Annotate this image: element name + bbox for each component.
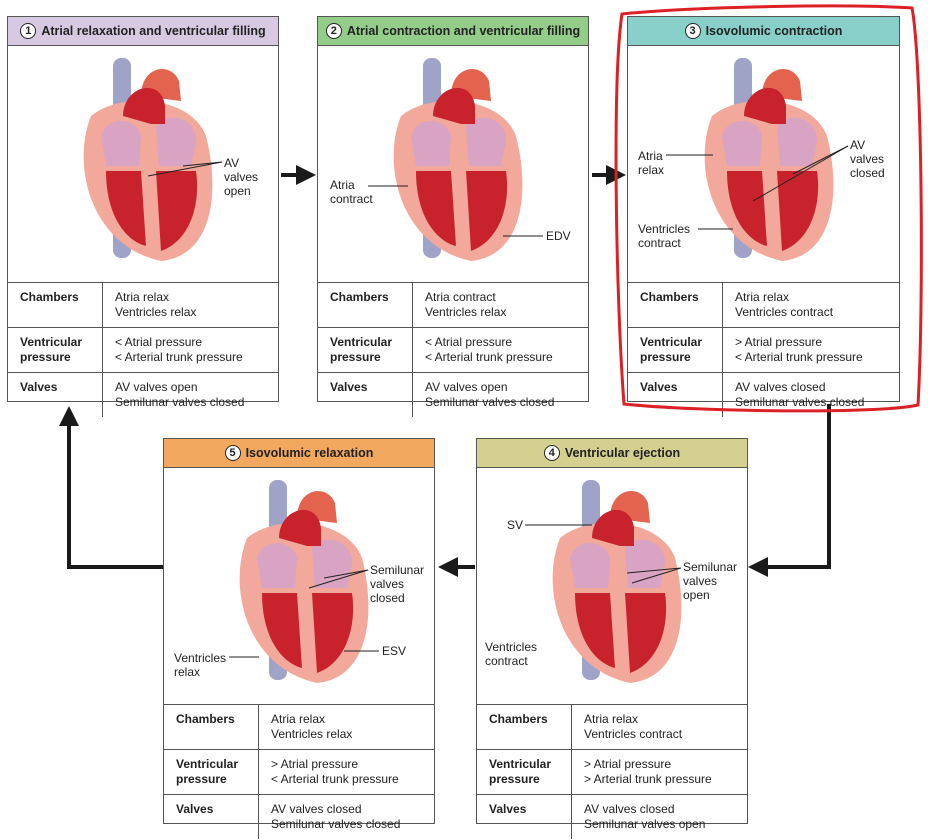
row-key: Ventricular pressure (628, 327, 723, 373)
row-value: Atria relax Ventricles contract (571, 704, 747, 750)
phase-2-header: 2 Atrial contraction and ventricular fil… (318, 17, 588, 46)
phase-3-label-ventricles: Ventricles contract (638, 222, 691, 250)
phase-3-label-av-valves: AV valves closed (850, 138, 885, 180)
row-key: Valves (8, 372, 103, 417)
row-value: < Atrial pressure < Arterial trunk press… (412, 327, 588, 373)
table-row: Ventricular pressure< Atrial pressure < … (318, 327, 588, 373)
row-key: Chambers (628, 282, 723, 328)
heart-illustration (704, 58, 833, 261)
row-key: Ventricular pressure (318, 327, 413, 373)
phase-2-illustration: Atria contract EDV (318, 46, 588, 282)
row-value: AV valves open Semilunar valves closed (412, 372, 588, 417)
row-key: Ventricular pressure (164, 749, 259, 795)
row-key: Valves (318, 372, 413, 417)
phase-4-illustration: SV Semilunar valves open Ventricles cont… (477, 468, 747, 704)
phase-3-label-atria: Atria relax (638, 149, 665, 177)
phase-5-label-ventricles: Ventricles relax (174, 651, 227, 679)
phase-4-label-sv: SV (507, 518, 524, 532)
phase-4-label-semilunar: Semilunar valves open (683, 560, 738, 602)
phase-5-label-semilunar: Semilunar valves closed (370, 563, 425, 605)
phase-3-panel: 3 Isovolumic contraction Atria relax AV … (627, 16, 900, 417)
row-value: Atria relax Ventricles relax (258, 704, 434, 750)
heart-illustration (239, 480, 369, 683)
phase-5-label-esv: ESV (382, 644, 407, 658)
heart-illustration (552, 480, 682, 683)
phase-3-illustration: Atria relax AV valves closed Ventricles … (628, 46, 899, 282)
row-key: Valves (164, 794, 259, 839)
phase-4-number: 4 (543, 445, 560, 461)
phase-5-illustration: Semilunar valves closed Ventricles relax… (164, 468, 434, 704)
row-key: Chambers (318, 282, 413, 328)
phase-4-title: Ventricular ejection (564, 446, 681, 460)
table-row: Ventricular pressure> Atrial pressure < … (628, 327, 899, 373)
phase-5-panel: 5 Isovolumic relaxation Semilunar valves… (163, 438, 435, 839)
phase-1-header: 1 Atrial relaxation and ventricular fill… (8, 17, 278, 46)
row-value: > Atrial pressure < Arterial trunk press… (258, 749, 434, 795)
row-key: Valves (477, 794, 572, 839)
row-value: > Atrial pressure < Arterial trunk press… (722, 327, 899, 373)
phase-1-illustration: AV valves open (8, 46, 278, 282)
phase-2-title: Atrial contraction and ventricular filli… (346, 24, 581, 38)
row-value: AV valves closed Semilunar valves open (571, 794, 747, 839)
phase-4-label-ventricles: Ventricles contract (485, 640, 538, 668)
table-row: Ventricular pressure> Atrial pressure < … (164, 749, 434, 795)
row-key: Ventricular pressure (477, 749, 572, 795)
phase-3-title: Isovolumic contraction (705, 24, 843, 38)
phase-1-label-av-valves: AV valves open (224, 156, 259, 198)
row-value: Atria contract Ventricles relax (412, 282, 588, 328)
phase-5-number: 5 (224, 445, 241, 461)
phase-4-header: 4 Ventricular ejection (477, 439, 747, 468)
phase-2-number: 2 (325, 23, 342, 39)
phase-1-number: 1 (20, 23, 37, 39)
row-value: < Atrial pressure < Arterial trunk press… (102, 327, 278, 373)
row-value: Atria relax Ventricles contract (722, 282, 899, 328)
phase-1-panel: 1 Atrial relaxation and ventricular fill… (7, 16, 279, 417)
row-key: Chambers (164, 704, 259, 750)
row-value: AV valves open Semilunar valves closed (102, 372, 278, 417)
phase-3-number: 3 (684, 23, 701, 39)
row-key: Ventricular pressure (8, 327, 103, 373)
row-key: Valves (628, 372, 723, 417)
row-value: > Atrial pressure > Arterial trunk press… (571, 749, 747, 795)
row-value: AV valves closed Semilunar valves closed (722, 372, 899, 417)
phase-2-label-edv: EDV (546, 229, 571, 243)
row-value: AV valves closed Semilunar valves closed (258, 794, 434, 839)
phase-2-label-atria: Atria contract (330, 178, 373, 206)
phase-5-title: Isovolumic relaxation (245, 446, 374, 460)
phase-3-header: 3 Isovolumic contraction (628, 17, 899, 46)
heart-illustration (83, 58, 213, 261)
phase-2-panel: 2 Atrial contraction and ventricular fil… (317, 16, 589, 417)
phase-4-panel: 4 Ventricular ejection SV Semilunar valv… (476, 438, 748, 839)
row-key: Chambers (8, 282, 103, 328)
row-value: Atria relax Ventricles relax (102, 282, 278, 328)
table-row: Ventricular pressure< Atrial pressure < … (8, 327, 278, 373)
row-key: Chambers (477, 704, 572, 750)
phase-5-header: 5 Isovolumic relaxation (164, 439, 434, 468)
arrow-5-to-1 (59, 406, 163, 569)
heart-illustration (393, 58, 523, 261)
phase-1-title: Atrial relaxation and ventricular fillin… (41, 24, 266, 38)
arrow-3-to-4 (748, 404, 831, 577)
table-row: Ventricular pressure> Atrial pressure > … (477, 749, 747, 795)
